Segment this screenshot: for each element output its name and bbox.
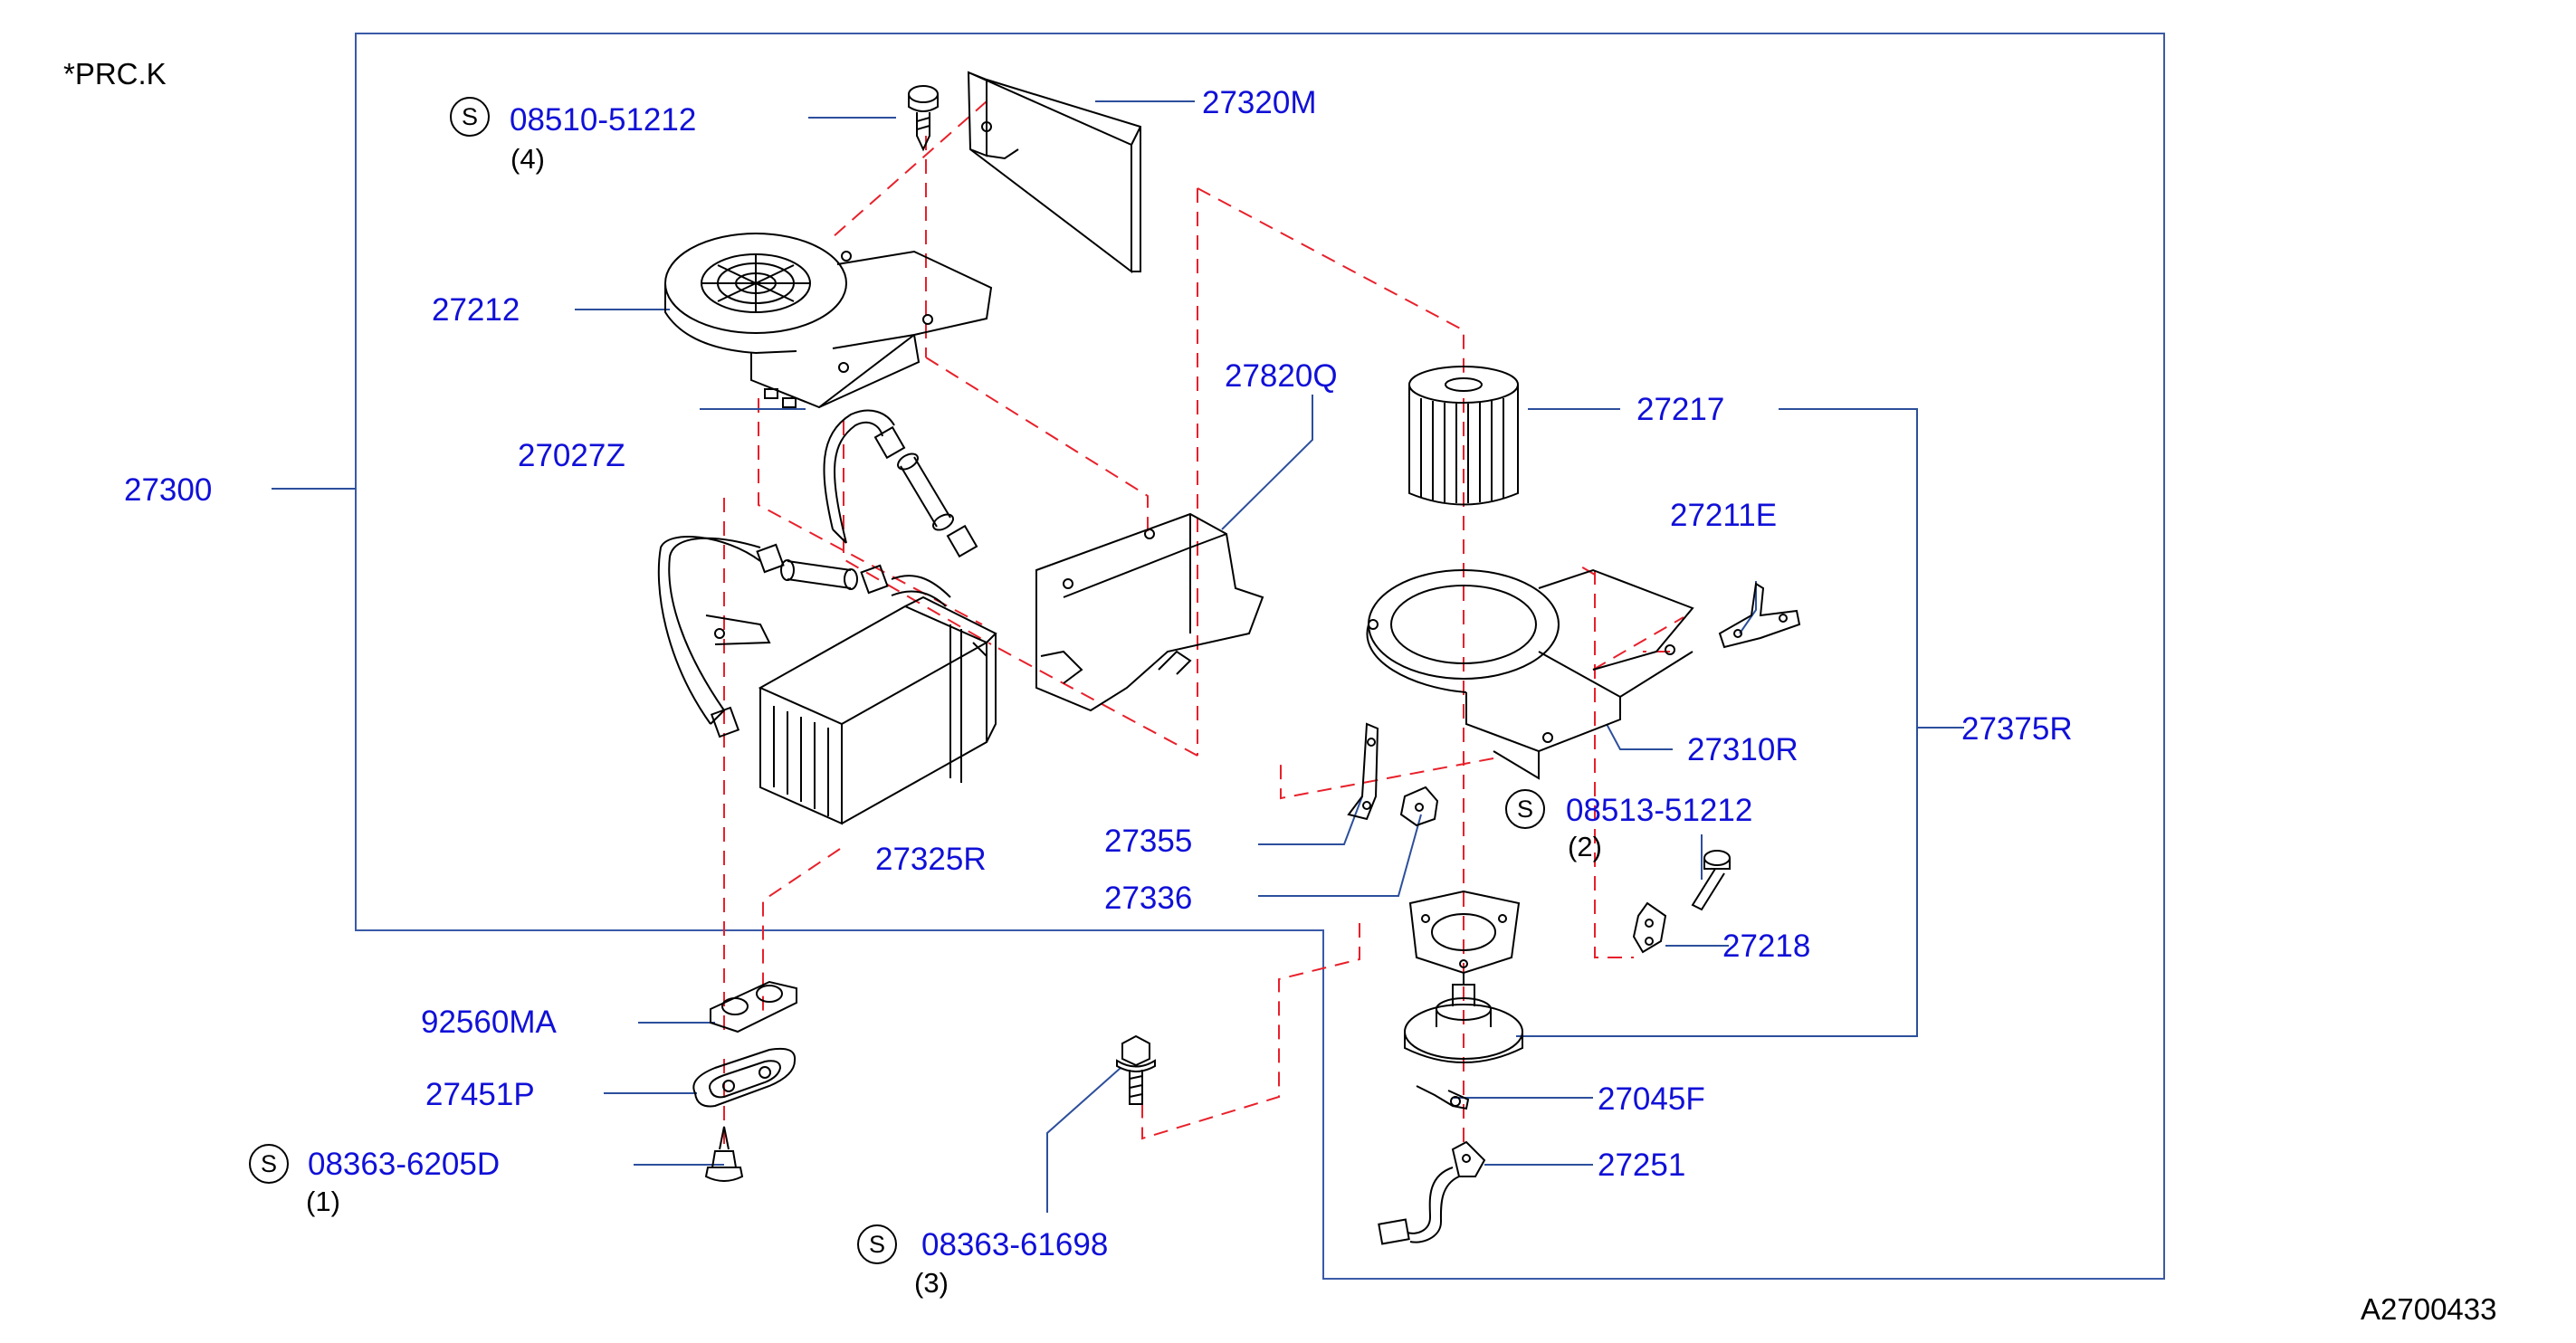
standard-part-symbol: S [857,1224,897,1264]
bracket-27355 [1347,722,1379,821]
standard-part-symbol: S [450,97,490,137]
hose-set-27027Z [657,409,978,738]
bracket-27211E [1718,582,1801,649]
part-label-27375R[interactable]: 27375R [1961,711,2073,747]
clip-27045F [1416,1085,1470,1110]
screw-qty-08513-51212: (2) [1568,831,1602,862]
part-label-27451P[interactable]: 27451P [425,1077,535,1112]
part-label-27218[interactable]: 27218 [1722,929,1811,964]
assembly-frame [355,33,2165,1280]
part-label-27027Z[interactable]: 27027Z [518,438,625,473]
resistor-27218 [1632,850,1731,954]
screw-label-08510-51212[interactable]: 08510-51212 [510,102,697,138]
duct-27212 [664,233,993,409]
screw-qty-08363-6205D: (1) [306,1186,340,1217]
bracket-27320M [967,71,1141,274]
part-label-27300[interactable]: 27300 [124,472,213,508]
bolt-08363-61698 [1116,1034,1156,1105]
grommet-92560MA [710,980,797,1033]
screw-label-08363-61698[interactable]: 08363-61698 [921,1227,1109,1262]
screw-08363-6205D [704,1126,744,1182]
harness-27251 [1378,1140,1486,1245]
part-label-27355[interactable]: 27355 [1104,824,1193,859]
leader-lines [272,100,1964,1213]
standard-part-symbol: S [249,1144,289,1184]
part-label-27251[interactable]: 27251 [1598,1148,1686,1183]
part-label-27045F[interactable]: 27045F [1598,1081,1705,1117]
alignment-dashed-lines [723,100,1684,1145]
pricing-note: *PRC.K [63,57,167,90]
standard-part-symbol: S [1505,789,1545,829]
seal-27451P [692,1047,797,1108]
part-label-27336[interactable]: 27336 [1104,881,1193,916]
part-label-27820Q[interactable]: 27820Q [1225,358,1338,394]
screw-qty-08363-61698: (3) [914,1267,949,1299]
heater-core-27325R [758,595,997,825]
blower-housing-27310R [1366,568,1694,780]
screw-qty-08510-51212: (4) [510,143,545,175]
blower-motor-27375R [1404,973,1523,1063]
duct-27820Q [1035,512,1264,712]
screw-label-08363-6205D[interactable]: 08363-6205D [308,1147,501,1182]
part-label-92560MA[interactable]: 92560MA [421,1005,557,1040]
part-label-27217[interactable]: 27217 [1636,392,1725,427]
part-label-27320M[interactable]: 27320M [1202,85,1317,120]
part-label-27310R[interactable]: 27310R [1687,732,1798,767]
motor-gasket [1408,890,1521,975]
blower-fan-27217 [1408,366,1519,506]
screw-label-08513-51212[interactable]: 08513-51212 [1566,793,1753,828]
diagram-code: A2700433 [2361,1292,2497,1326]
part-label-27212[interactable]: 27212 [432,292,520,328]
bracket-27336 [1399,786,1439,827]
part-label-27211E[interactable]: 27211E [1670,498,1778,533]
component-line-art [657,71,1801,1245]
screw-08510 [908,85,939,152]
part-label-27325R[interactable]: 27325R [875,842,987,877]
